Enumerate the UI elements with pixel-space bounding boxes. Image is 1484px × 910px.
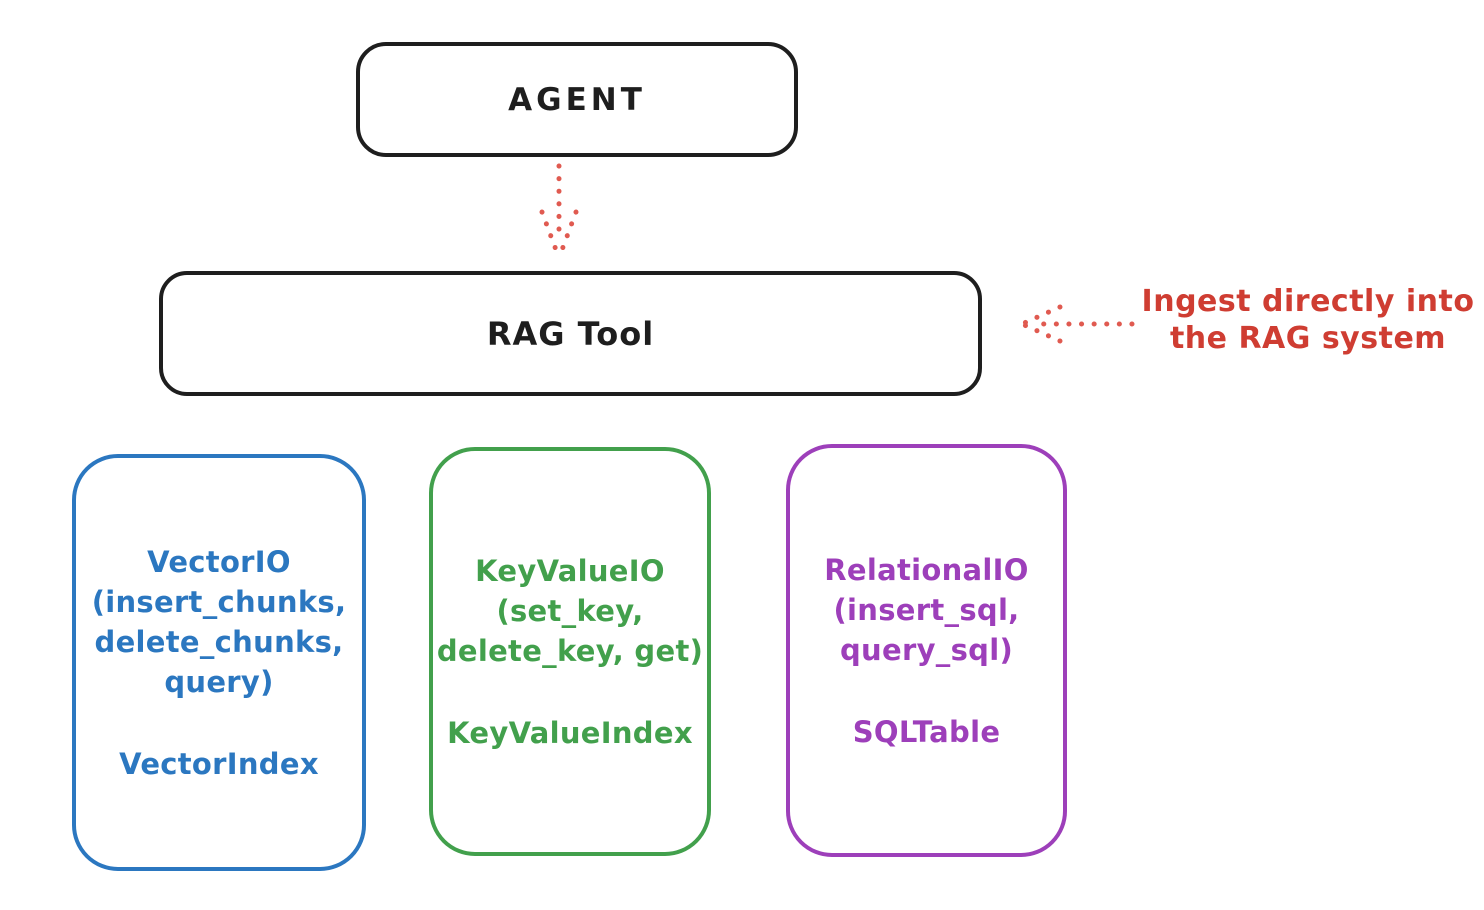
vector-io-methods-label: VectorIO (insert_chunks, delete_chunks, … xyxy=(91,544,347,699)
keyvalue-index-label: KeyValueIndex xyxy=(447,715,693,750)
sql-table-label: SQLTable xyxy=(852,714,1001,749)
vector-io-node: VectorIO (insert_chunks, delete_chunks, … xyxy=(72,454,366,871)
agent-node-label: AGENT xyxy=(508,81,646,118)
agent-node: AGENT xyxy=(356,42,798,157)
rag-tool-node-label: RAG Tool xyxy=(486,314,655,353)
vector-index-label: VectorIndex xyxy=(119,746,319,781)
ingest-annotation: Ingest directly into the RAG system xyxy=(1141,284,1475,356)
keyvalue-io-methods-label: KeyValueIO (set_key, delete_key, get) xyxy=(436,553,704,668)
relational-io-methods-label: RelationalIO (insert_sql, query_sql) xyxy=(824,552,1029,667)
dotted-arrow-down-icon xyxy=(531,162,587,266)
rag-tool-node: RAG Tool xyxy=(159,271,982,396)
relational-io-node: RelationalIO (insert_sql, query_sql) SQL… xyxy=(786,444,1067,857)
dotted-arrow-left-icon xyxy=(1006,299,1138,349)
keyvalue-io-node: KeyValueIO (set_key, delete_key, get) Ke… xyxy=(429,447,711,856)
